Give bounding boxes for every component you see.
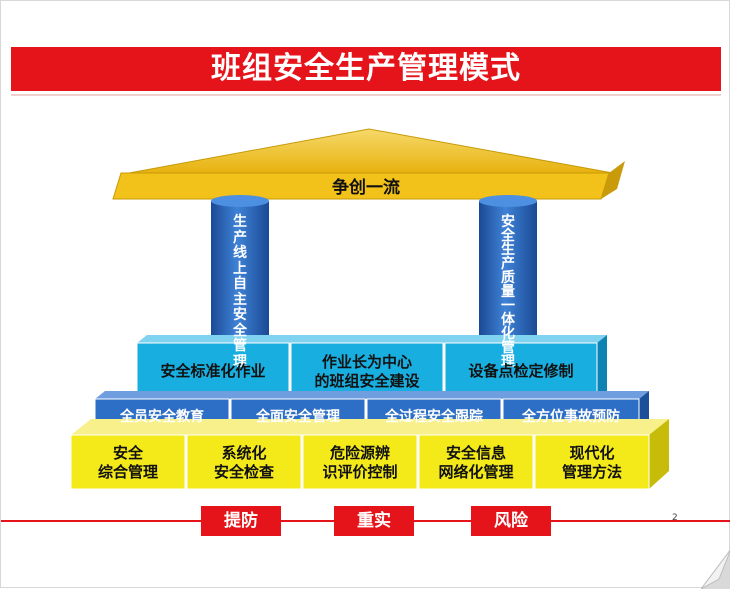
tier3-block <box>534 434 650 490</box>
title-underline <box>11 94 721 96</box>
tier2-label: 全员安全教育 <box>120 409 204 425</box>
page-number: 2 <box>672 513 678 523</box>
page-curl-icon <box>701 549 730 589</box>
roof <box>112 128 625 200</box>
tier3-block <box>70 434 186 490</box>
tier1-label: 作业长为中心 的班组安全建设 <box>314 353 420 390</box>
tier3-block <box>418 434 534 490</box>
roof-label: 争创一流 <box>332 178 400 198</box>
slide-title: 班组安全生产管理模式 <box>211 51 521 86</box>
tier3-label: 安全 综合管理 <box>97 444 158 481</box>
title-bar: 班组安全生产管理模式 <box>11 47 721 91</box>
pillar-right-label: 安全生产质量一体化管理 <box>501 214 515 370</box>
tier1-label: 安全标准化作业 <box>160 362 266 380</box>
tier3 <box>70 419 669 490</box>
tier3-label: 系统化 安全检查 <box>213 444 274 481</box>
button-zhongshi[interactable]: 重实 <box>334 506 414 536</box>
tier3-label: 现代化 管理方法 <box>561 444 622 481</box>
tier1 <box>136 335 607 400</box>
tier3-block <box>302 434 418 490</box>
pillar-left <box>211 195 269 349</box>
tier3-block <box>186 434 302 490</box>
tier3-label: 安全信息 网络化管理 <box>438 444 514 481</box>
tier1-block <box>290 342 444 400</box>
button-tifang[interactable]: 提防 <box>201 506 281 536</box>
button-fengxian[interactable]: 风险 <box>471 506 551 536</box>
pillar-right <box>479 195 537 349</box>
tier2-label: 全面安全管理 <box>256 409 340 425</box>
tier1-label: 设备点检定修制 <box>468 362 574 380</box>
roof-side <box>601 161 625 199</box>
tier2-label: 全过程安全跟踪 <box>385 409 483 425</box>
tier1-block <box>444 342 598 400</box>
pillar-left-label: 生产线上自主安全管理 <box>233 214 247 370</box>
tier3-label: 危险源辨 识评价控制 <box>322 444 398 481</box>
roof-top <box>128 128 614 174</box>
tier2-label: 全方位事故预防 <box>522 409 620 425</box>
